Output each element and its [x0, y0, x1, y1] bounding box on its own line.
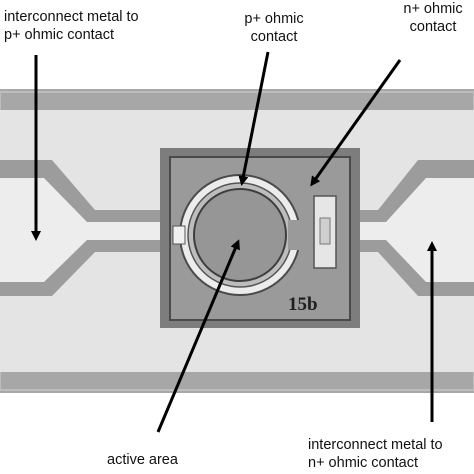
label-line: interconnect metal to [308, 437, 443, 453]
label-line: n+ ohmic [403, 1, 463, 17]
label-line: interconnect metal to [4, 9, 139, 25]
n-ohmic-contact-inner [319, 217, 331, 245]
arrow-p-ohmic [238, 51, 270, 186]
label-line: contact [409, 19, 457, 35]
label-p-ohmic-contact: p+ ohmic contact [228, 10, 320, 46]
label-n-ohmic-contact: n+ ohmic contact [392, 0, 474, 36]
substrate-inner-edge [0, 91, 474, 391]
left-metal-trace-core [0, 178, 175, 282]
label-interconnect-metal-p: interconnect metal to p+ ohmic contact [4, 8, 139, 44]
active-area-disk [193, 188, 287, 282]
label-active-area: active area [107, 451, 178, 469]
ring-contact-tab [172, 225, 186, 245]
label-line: p+ ohmic [244, 11, 304, 27]
label-line: p+ ohmic contact [4, 27, 115, 43]
arrow-n-ohmic [310, 59, 402, 187]
label-line: active area [107, 452, 178, 468]
chip-marking: 15b [288, 294, 318, 315]
ring-opening [288, 220, 302, 250]
label-interconnect-metal-n: interconnect metal to n+ ohmic contact [308, 436, 443, 472]
label-line: n+ ohmic contact [308, 455, 419, 471]
arrow-active-area [156, 239, 240, 433]
right-metal-trace-core [330, 178, 474, 282]
label-line: contact [250, 29, 298, 45]
